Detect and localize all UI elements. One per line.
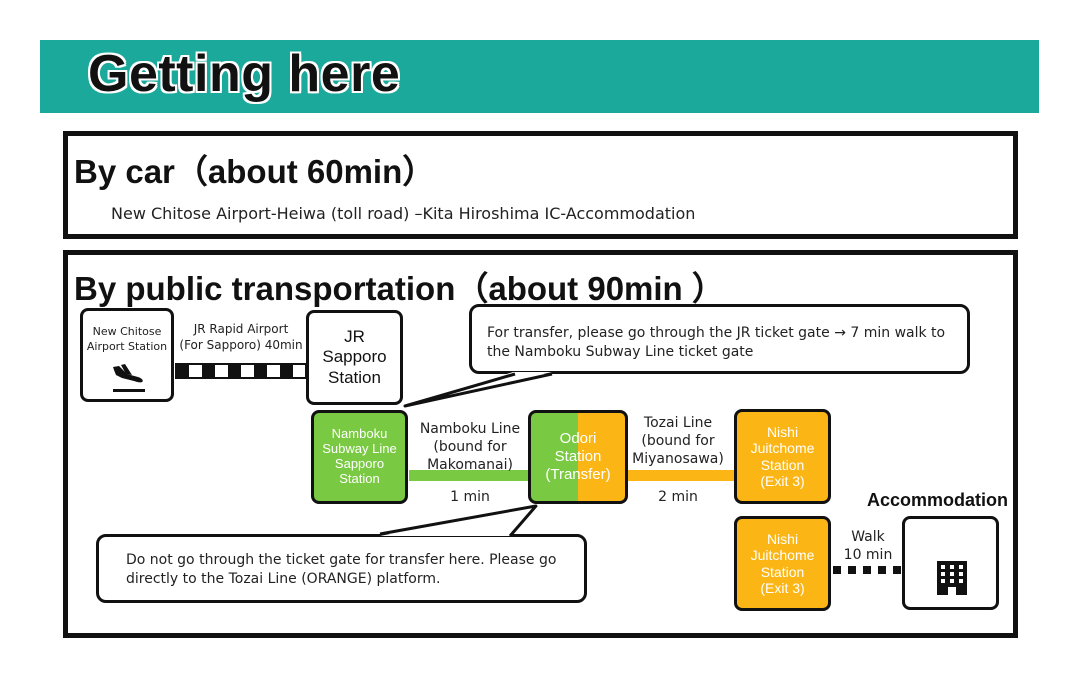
walk-line2: 10 min — [843, 547, 893, 564]
namboku-line-bar — [409, 470, 531, 481]
walk-dotted-line — [833, 566, 901, 574]
odori-line2: Station — [554, 448, 602, 465]
tozai-line-name: Tozai Line — [643, 415, 713, 431]
airport-label-line2: Airport Station — [86, 339, 168, 353]
transfer-note-bottom-callout: Do not go through the ticket gate for tr… — [96, 534, 587, 603]
jr-sapporo-line2: Sapporo — [322, 347, 387, 367]
namboku-line-time: 1 min — [450, 489, 490, 505]
tozai-line-dest: Miyanosawa) — [632, 451, 724, 468]
walk-line1: Walk — [851, 529, 885, 545]
tozai-line-time: 2 min — [658, 489, 698, 505]
by-car-title: By car（about 60min） — [74, 153, 436, 190]
jr-rapid-line2: (For Sapporo) 40min — [179, 338, 303, 353]
transfer-note-bottom-text: Do not go through the ticket gate for tr… — [126, 552, 557, 587]
transfer-note-top-callout: For transfer, please go through the JR t… — [469, 304, 970, 374]
nishi-juitchome-station-box-a: Nishi Juitchome Station (Exit 3) — [734, 409, 831, 504]
by-car-route: New Chitose Airport-Heiwa (toll road) –K… — [111, 204, 696, 223]
odori-line1: Odori — [559, 430, 597, 447]
jr-sapporo-line1: JR — [344, 326, 365, 346]
nishi-a-line3: Station — [760, 456, 805, 473]
namboku-station-line2: Subway Line — [322, 441, 397, 457]
namboku-line-name: Namboku Line — [419, 421, 521, 437]
nishi-b-line4: (Exit 3) — [760, 579, 805, 596]
namboku-station-line4: Station — [339, 470, 380, 486]
nishi-b-line2: Juitchome — [750, 547, 815, 564]
tozai-line-bound: (bound for — [641, 433, 715, 450]
nishi-b-line3: Station — [760, 563, 805, 580]
airport-label-line1: New Chitose — [92, 325, 162, 338]
by-car-panel — [63, 131, 1018, 239]
namboku-line-dest: Makomanai) — [427, 457, 513, 474]
tozai-line-label: Tozai Line (bound for Miyanosawa) — [622, 414, 734, 469]
accommodation-box — [902, 516, 999, 610]
nishi-a-line2: Juitchome — [750, 440, 815, 457]
page-title: Getting here — [88, 45, 401, 103]
by-public-title: By public transportation（about 90min ） — [74, 270, 725, 307]
nishi-b-line1: Nishi — [766, 531, 799, 548]
airport-station-box: New Chitose Airport Station — [80, 308, 174, 402]
namboku-line-bound: (bound for — [433, 439, 507, 456]
airplane-landing-icon — [113, 364, 145, 392]
jr-rapid-label: JR Rapid Airport (For Sapporo) 40min — [178, 321, 304, 353]
namboku-station-line3: Sapporo — [334, 456, 385, 471]
odori-station-box: Odori Station (Transfer) — [528, 410, 628, 504]
transfer-note-top-text: For transfer, please go through the JR t… — [487, 325, 946, 360]
header-banner — [40, 40, 1039, 113]
accommodation-label: Accommodation — [867, 490, 1009, 510]
namboku-line-label: Namboku Line (bound for Makomanai) — [412, 420, 528, 475]
nishi-juitchome-station-box-b: Nishi Juitchome Station (Exit 3) — [734, 516, 831, 611]
namboku-station-line1: Namboku — [331, 426, 388, 442]
walk-label: Walk 10 min — [836, 528, 900, 564]
building-icon — [937, 561, 967, 595]
odori-line3: (Transfer) — [545, 466, 611, 483]
nishi-a-line1: Nishi — [766, 424, 799, 441]
namboku-sapporo-station-box: Namboku Subway Line Sapporo Station — [311, 410, 408, 504]
nishi-a-line4: (Exit 3) — [760, 472, 805, 489]
jr-sapporo-line3: Station — [328, 367, 381, 387]
tozai-line-bar — [628, 470, 734, 481]
jr-rapid-line1: JR Rapid Airport — [193, 322, 289, 336]
jr-rail-ticks — [176, 364, 293, 378]
jr-sapporo-station-box: JR Sapporo Station — [306, 310, 403, 405]
